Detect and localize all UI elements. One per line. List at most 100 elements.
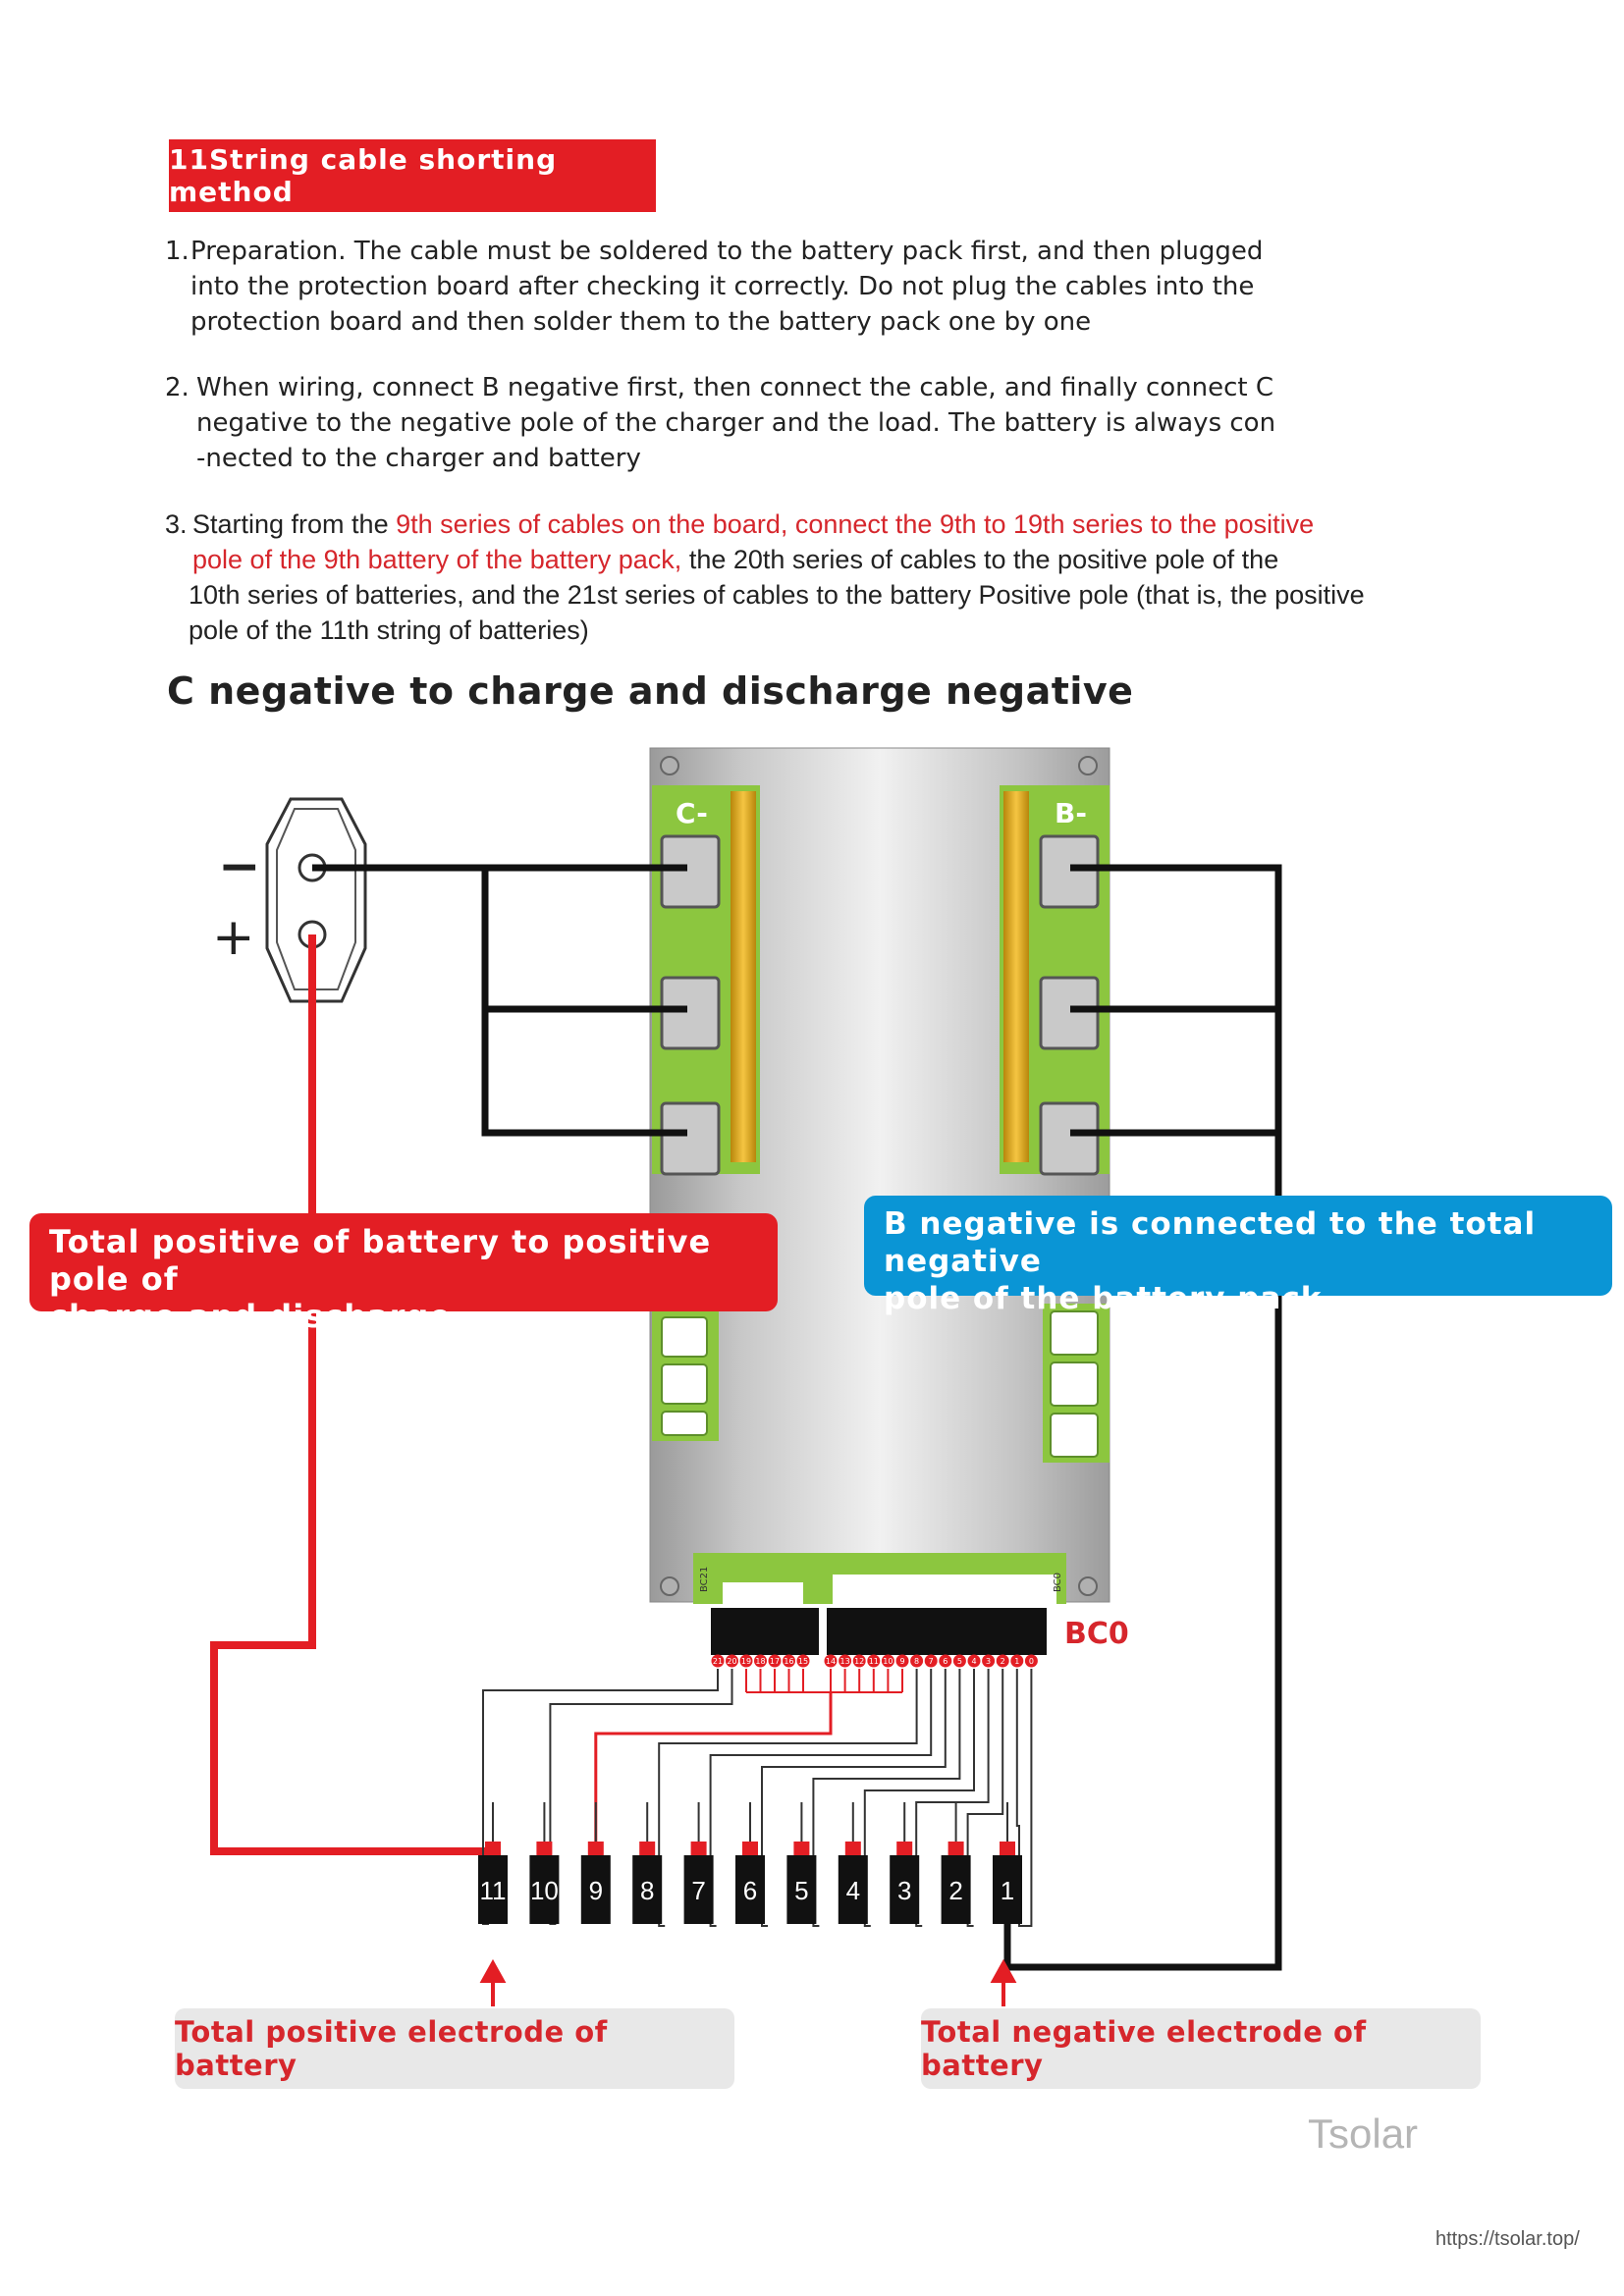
step-line: Starting from the 9th series of cables o…	[165, 507, 1314, 542]
cell-positive-terminal	[485, 1842, 501, 1855]
cell-number: 8	[640, 1876, 654, 1905]
pin-label: 18	[755, 1657, 765, 1666]
battery-cell	[735, 1855, 765, 1924]
step-highlight: 9th series of cables on the board, conne…	[396, 509, 1315, 539]
positive-wire	[210, 934, 493, 1855]
pin-marker	[824, 1654, 838, 1668]
section-title: 11String cable shorting method	[169, 139, 656, 212]
pin-label: 14	[826, 1657, 836, 1666]
pin-label: 17	[770, 1657, 780, 1666]
cell-positive-terminal	[536, 1842, 553, 1855]
pin-label: 12	[854, 1657, 864, 1666]
terminal-c	[660, 834, 721, 1176]
label-b-minus: B-	[1055, 797, 1087, 829]
pin-label: 20	[727, 1657, 736, 1666]
pin-label: 13	[840, 1657, 850, 1666]
battery-cell	[529, 1855, 560, 1924]
pin-marker	[726, 1654, 738, 1668]
step-line: 10th series of batteries, and the 21st s…	[189, 580, 1365, 610]
pin-label: 1	[1014, 1657, 1019, 1666]
pin-label: 9	[899, 1657, 904, 1666]
label-c-minus: C-	[676, 797, 708, 829]
step-line: -nected to the charger and battery	[196, 444, 641, 473]
charger-connector	[265, 797, 367, 1003]
pin-marker	[739, 1654, 753, 1668]
pin-marker	[796, 1654, 810, 1668]
footer-url: https://tsolar.top/	[1435, 2228, 1580, 2250]
arrow-up-icon	[479, 1958, 507, 2006]
step-text: the 20th series of cables to the positiv…	[681, 545, 1279, 574]
cell-number: 10	[530, 1876, 559, 1905]
step-2: 2. When wiring, connect B negative first…	[165, 370, 1314, 476]
pin-marker	[1010, 1654, 1024, 1668]
pin-marker	[839, 1654, 852, 1668]
cell-positive-terminal	[690, 1842, 707, 1855]
battery-cell	[683, 1855, 714, 1924]
pin-marker	[910, 1654, 924, 1668]
callout-b-negative: B negative is connected to the total neg…	[864, 1196, 1612, 1316]
screw-icon	[660, 756, 1098, 1596]
cell-number: 4	[846, 1876, 860, 1905]
pin-label: 4	[971, 1657, 976, 1666]
connector-minus-sign: −	[218, 837, 261, 896]
pin-marker	[967, 1654, 981, 1668]
step-line: pole of the 11th string of batteries)	[189, 615, 589, 645]
step-number: 3.	[165, 509, 188, 539]
cell-positive-terminal	[587, 1842, 604, 1855]
battery-cell	[941, 1855, 971, 1924]
pin-marker	[867, 1654, 881, 1668]
pin-label: 0	[1029, 1657, 1034, 1666]
battery-cell	[993, 1855, 1022, 1924]
cell-number: 6	[743, 1876, 757, 1905]
step-line: Preparation. The cable must be soldered …	[190, 237, 1264, 266]
busbar-c	[731, 791, 756, 1162]
pin-label: 5	[957, 1657, 962, 1666]
terminal-b	[1039, 834, 1100, 1176]
cell-number: 5	[794, 1876, 808, 1905]
pin-marker	[996, 1654, 1009, 1668]
pin-label: 6	[943, 1657, 947, 1666]
pin-label: 7	[929, 1657, 934, 1666]
balance-connector-right	[827, 1608, 1047, 1655]
cell-positive-terminal	[947, 1842, 964, 1855]
b-negative-wires	[1003, 864, 1282, 1971]
callout-line: pole of the battery pack	[884, 1281, 1323, 1316]
step-text: Starting from the	[192, 509, 397, 539]
step-line: protection board and then solder them to…	[190, 307, 1092, 337]
cell-number: 7	[691, 1876, 705, 1905]
step-line: pole of the 9th battery of the battery p…	[165, 542, 1314, 577]
step-highlight: pole of the 9th battery of the battery p…	[192, 545, 682, 574]
cell-number: 1	[1001, 1876, 1014, 1905]
busbar-b	[1003, 791, 1029, 1162]
pin-label: 15	[798, 1657, 808, 1666]
callout-total-positive: Total positive of battery to positive po…	[29, 1213, 778, 1335]
pin-marker	[881, 1654, 894, 1668]
pin-marker	[924, 1654, 938, 1668]
cell-number: 2	[948, 1876, 962, 1905]
pin-marker	[783, 1654, 795, 1668]
pin-label: 21	[713, 1657, 723, 1666]
c-negative-wires	[312, 864, 687, 1137]
battery-cell	[632, 1855, 663, 1924]
balance-harness	[482, 1669, 1033, 1927]
battery-cell	[786, 1855, 817, 1924]
balance-connector-left	[711, 1608, 819, 1655]
label-bc0-small: BC0	[1053, 1573, 1063, 1592]
pin-marker	[895, 1654, 909, 1668]
pin-marker	[852, 1654, 866, 1668]
pin-label: 3	[986, 1657, 991, 1666]
label-bc0: BC0	[1064, 1617, 1129, 1651]
pin-label: 11	[869, 1657, 879, 1666]
battery-cell	[478, 1855, 508, 1924]
arrow-up-icon	[990, 1958, 1017, 2006]
step-line: negative to the negative pole of the cha…	[196, 408, 1276, 438]
callout-line: B negative is connected to the total neg…	[884, 1206, 1537, 1279]
step-line: into the protection board after checking…	[190, 272, 1255, 301]
label-total-negative: Total negative electrode of battery	[921, 2008, 1481, 2089]
connector-plus-sign: +	[212, 908, 255, 967]
diagram-heading: C negative to charge and discharge negat…	[167, 669, 1134, 713]
pin-label: 19	[741, 1657, 751, 1666]
